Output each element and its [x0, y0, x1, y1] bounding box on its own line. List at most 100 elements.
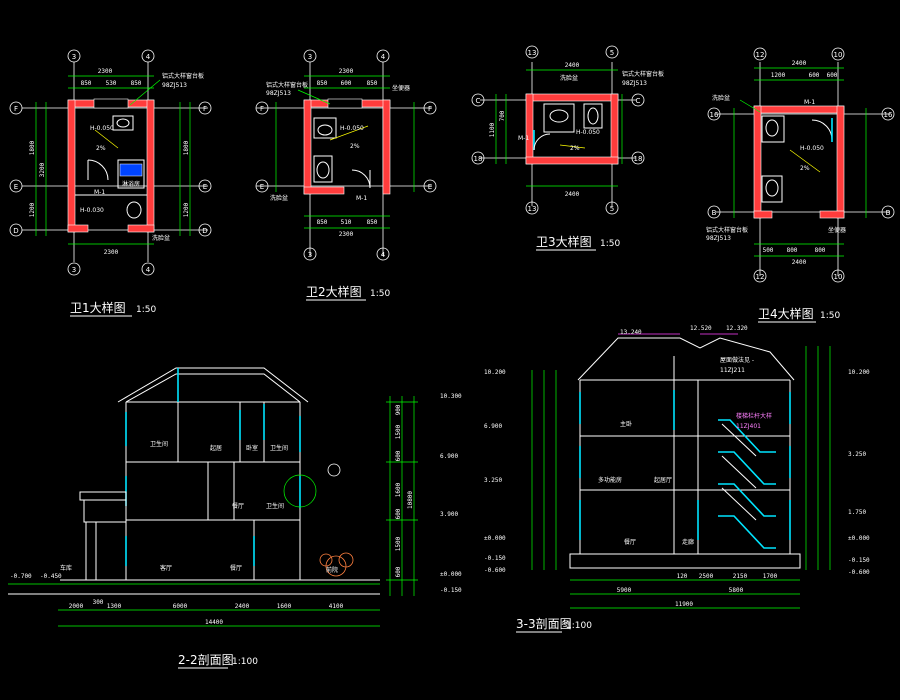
s22-vdim: 600: [395, 450, 402, 461]
s33-title: 3-3剖面图: [516, 617, 572, 631]
w1-dim: 3200: [39, 162, 46, 177]
axis-bubble-B: B: [886, 209, 891, 217]
s22-hdim: 2000: [69, 603, 84, 610]
axis-bubble-10: 10: [834, 51, 843, 59]
w1-total-dim: 2300: [98, 68, 113, 75]
w1-dim: 850: [81, 80, 92, 87]
w4-door: M-1: [804, 99, 815, 106]
w2-total-dim: 2300: [339, 68, 354, 75]
w1-level-2: H-0.030: [80, 207, 104, 214]
s33-ridge: 13.240: [620, 329, 642, 336]
axis-bubble-13: 13: [528, 49, 537, 57]
s22-hdim-total: 14400: [205, 619, 223, 626]
w2-dim: 850: [367, 80, 378, 87]
s22-hdim: 6000: [173, 603, 188, 610]
s33-roof-note: 屋面做法见 -: [720, 356, 754, 364]
section-2-2: 900 1500 600 1600 600 1500 600 10800 10.…: [8, 367, 462, 669]
axis-bubble-3: 3: [308, 251, 312, 259]
s22-vdim: 900: [395, 404, 402, 415]
w4-bot-total: 2400: [792, 259, 807, 266]
s33-hdim: 1700: [763, 573, 778, 580]
s33-room: 多功能房: [598, 476, 622, 484]
w4-top-dim: 2400: [792, 60, 807, 67]
axis-bubble-F: F: [260, 105, 264, 113]
w1-detail: 3 4 3 4 F E D F E D 2300 850 530 850 230…: [9, 49, 212, 317]
s22-room: 车库: [60, 564, 72, 572]
w2-slope: 2%: [350, 143, 360, 150]
s22-title: 2-2剖面图: [178, 653, 234, 667]
s33-room: 餐厅: [624, 538, 636, 546]
axis-bubble-C: C: [636, 97, 641, 105]
axis-bubble-12: 12: [756, 273, 765, 281]
s33-room: 起居厅: [654, 476, 672, 484]
axis-bubble-D: D: [202, 227, 207, 235]
w4-note: 坐便器: [828, 226, 846, 234]
s33-hdim-total: 11900: [675, 601, 693, 608]
s33-level-r: -0.150: [848, 557, 870, 564]
axis-bubble-F: F: [203, 105, 207, 113]
w3-top-dim: 2400: [565, 62, 580, 69]
s33-room: 走廊: [682, 538, 694, 546]
s22-hdim: 4100: [329, 603, 344, 610]
w4-note: 铝式大样窗台板: [706, 226, 748, 234]
s22-room: 前院: [326, 566, 338, 574]
w1-note: 洗脸盆: [152, 234, 170, 242]
s33-stair-note: 楼梯栏杆大样: [736, 412, 772, 420]
w3-title: 卫3大样图: [536, 234, 592, 249]
axis-bubble-5: 5: [610, 205, 614, 213]
s33-level: -0.150: [484, 555, 506, 562]
s33-hdim: 120: [677, 573, 688, 580]
s33-level-r: 3.250: [848, 451, 866, 458]
s33-stair-ref: 11ZJ401: [736, 423, 761, 430]
s33-level: 6.900: [484, 423, 502, 430]
w1-door: M-1: [94, 189, 105, 196]
w4-slope: 2%: [800, 165, 810, 172]
s33-hdim: 5900: [617, 587, 632, 594]
s22-vdim: 1500: [395, 536, 402, 551]
w2-total-dim: 2300: [339, 231, 354, 238]
s22-vdim: 1600: [395, 482, 402, 497]
axis-bubble-F: F: [428, 105, 432, 113]
s22-hdim: 300: [93, 599, 104, 606]
s22-level: 6.900: [440, 453, 458, 460]
axis-bubble-3: 3: [72, 266, 76, 274]
w2-note: 铝式大样窗台板: [266, 81, 308, 89]
w1-title: 卫1大样图: [70, 300, 126, 315]
w1-slope: 2%: [96, 145, 106, 152]
w3-note: 洗脸盆: [560, 74, 578, 82]
axis-bubble-13: 13: [528, 205, 537, 213]
s22-room: 起居: [210, 444, 222, 452]
w1-bottom-dim: 2300: [104, 249, 119, 256]
w2-dim: 850: [317, 219, 328, 226]
w2-dim: 600: [341, 80, 352, 87]
axis-bubble-18: 18: [474, 155, 483, 163]
w3-door: M-1: [518, 135, 529, 142]
w4-scale: 1:50: [820, 311, 840, 321]
s22-hdim: 2400: [235, 603, 250, 610]
section-3-3: 10.200 6.900 3.250 ±0.000 -0.150 -0.600 …: [484, 325, 870, 633]
w1-note: 98ZJ513: [162, 82, 187, 89]
w3-note: 铝式大样窗台板: [622, 70, 664, 78]
s33-level: -0.600: [484, 567, 506, 574]
s33-level-r: 10.200: [848, 369, 870, 376]
w3-scale: 1:50: [600, 239, 620, 249]
w1-dim: 850: [131, 80, 142, 87]
w4-dim: 500: [763, 247, 774, 254]
w2-level: H-0.050: [340, 125, 364, 132]
s22-vdim: 600: [395, 508, 402, 519]
axis-bubble-4: 4: [146, 53, 151, 61]
w4-dim: 600: [827, 72, 838, 79]
axis-bubble-D: D: [13, 227, 18, 235]
s22-vdim: 1500: [395, 424, 402, 439]
w4-note: 洗脸盆: [712, 94, 730, 102]
w4-dim: 1200: [771, 72, 786, 79]
s22-room: 卫生间: [150, 440, 168, 448]
axis-bubble-16: 16: [710, 111, 719, 119]
w2-detail: 3 4 3 4 F E F E 2300 850 600 850 850 510…: [255, 49, 437, 301]
s33-roof-ref: 11ZJ211: [720, 367, 745, 374]
w3-slope: 2%: [570, 145, 580, 152]
axis-bubble-18: 18: [634, 155, 643, 163]
w4-level: H-0.050: [800, 145, 824, 152]
s33-level: 10.200: [484, 369, 506, 376]
